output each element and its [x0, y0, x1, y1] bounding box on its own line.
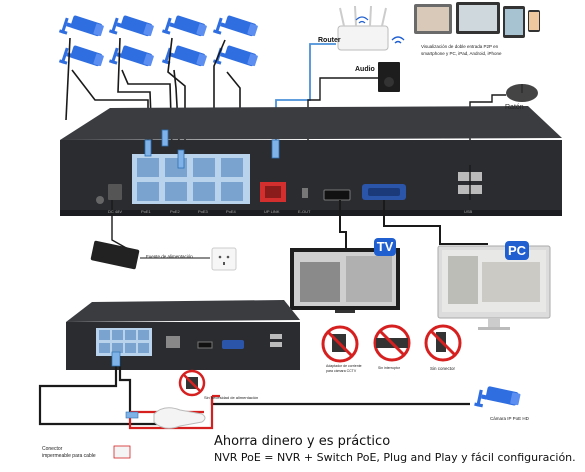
connector-label-line1: Conector	[42, 446, 63, 452]
ip-camera-icon	[108, 12, 155, 45]
prohibited-icon	[373, 324, 411, 362]
port-label-poe1: PoE1	[141, 209, 151, 214]
port-label-poe3: PoE3	[198, 209, 208, 214]
tagline-title: Ahorra dinero y es práctico	[214, 434, 391, 449]
mouse-icon	[506, 84, 538, 102]
ip-camera-icon	[474, 384, 521, 415]
prohibited-icon	[424, 324, 462, 362]
ip-camera-icon	[161, 12, 208, 45]
prohibited-icon	[178, 369, 206, 397]
wall-outlet-icon	[211, 247, 237, 271]
router-icon	[337, 5, 389, 51]
poe-cable	[38, 356, 470, 430]
mobile-devices-icon	[414, 2, 540, 38]
port-label-poe2: PoE2	[170, 209, 180, 214]
ip-camera-label: Cámara IP PoE HD	[490, 416, 529, 421]
wifi-icon	[391, 36, 405, 44]
port-label-usb: USB	[464, 209, 473, 214]
tv-icon	[290, 248, 400, 313]
p2p-caption-line2: smartphone y PC, iPad, Android, iPhone	[421, 51, 502, 56]
speaker-icon	[378, 62, 400, 92]
ip-camera-icon	[212, 12, 259, 45]
power-adapter-icon	[90, 240, 140, 270]
adapter-caption-line2: para cámara CCTV	[326, 369, 357, 373]
power-supply-label: Fuente de alimentación	[146, 254, 193, 259]
prohibited-icon	[321, 325, 359, 363]
port-label-dc: DC 48V	[108, 209, 123, 214]
no-switch-caption: Sin interruptor	[378, 366, 400, 370]
port-label-poe4: PoE4	[226, 209, 236, 214]
ip-camera-icon	[58, 42, 105, 75]
nvr-recorder	[60, 106, 562, 216]
rj45-connectors	[144, 129, 280, 169]
camera-cables	[65, 37, 241, 161]
pc-badge: PC	[505, 241, 529, 260]
mouse-label: Ratón	[505, 104, 524, 111]
nvr-recorder-small	[66, 300, 300, 370]
audio-label: Audio	[355, 66, 375, 73]
no-power-caption: Sin necesidad de alimentación	[204, 395, 259, 400]
port-label-eout: E-OUT	[298, 209, 311, 214]
adapter-caption-line1: Adaptador de corriente	[326, 364, 362, 368]
tv-badge: TV	[374, 238, 396, 256]
ip-camera-icon	[212, 42, 259, 75]
no-connector-caption: Sin conector	[430, 366, 456, 371]
ip-camera-icon	[108, 42, 155, 75]
router-label: Router	[318, 37, 341, 44]
p2p-caption-line1: Visualización de doble entrada P2P en	[421, 44, 499, 49]
waterproof-connector-icon	[113, 407, 206, 459]
connector-label-line2: impermeable para cable	[42, 453, 96, 459]
port-label-uplink: UP LINK	[264, 209, 280, 214]
ip-camera-icon	[58, 12, 105, 45]
tagline-subtitle: NVR PoE = NVR + Switch PoE, Plug and Pla…	[214, 451, 576, 464]
monitor-icon	[437, 245, 551, 330]
